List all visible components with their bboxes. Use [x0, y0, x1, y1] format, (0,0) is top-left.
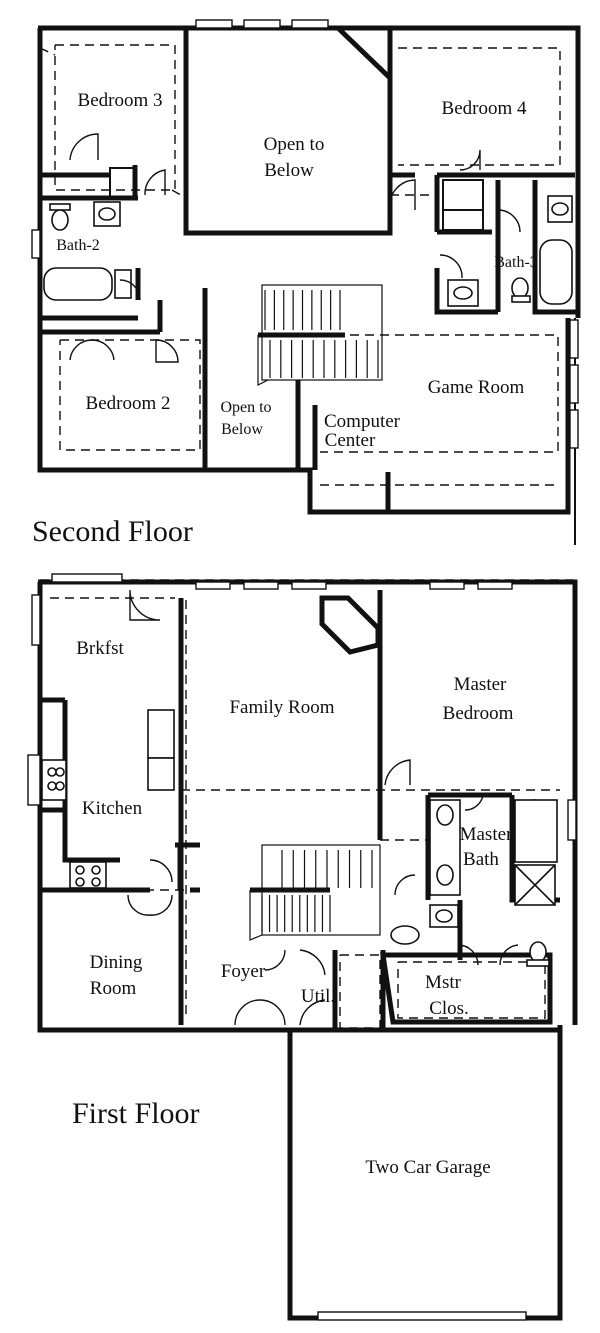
label-computer-center-2: Center: [325, 430, 376, 451]
label-master-bedroom-1: Master: [454, 674, 507, 695]
first-floor-title: First Floor: [72, 1097, 200, 1130]
label-open-to-below-1: Open to: [264, 134, 325, 155]
label-bedroom-4: Bedroom 4: [442, 98, 527, 119]
label-dining-1: Dining: [90, 952, 143, 973]
label-dining-2: Room: [90, 978, 137, 999]
label-foyer: Foyer: [221, 961, 266, 982]
label-master-bedroom-2: Bedroom: [443, 703, 514, 724]
label-util: Util.: [301, 986, 335, 1007]
label-bedroom-3: Bedroom 3: [78, 90, 163, 111]
label-master-bath-2: Bath: [463, 849, 499, 870]
label-master-bath-1: Master: [460, 824, 513, 845]
label-bath-3: Bath-3: [494, 254, 538, 271]
label-game-room: Game Room: [428, 377, 525, 398]
label-bath-2: Bath-2: [56, 237, 100, 254]
label-bedroom-2: Bedroom 2: [86, 393, 171, 414]
label-brkfst: Brkfst: [76, 638, 124, 659]
first-floor: [27, 573, 578, 1321]
second-floor-title: Second Floor: [32, 515, 193, 548]
label-open-to-below-2: Below: [264, 160, 314, 181]
label-mstr-clos-2: Clos.: [429, 998, 469, 1019]
label-open-to-below-stair-2: Below: [221, 421, 263, 438]
open-to-below-void: [183, 25, 393, 236]
second-floor: [31, 19, 581, 545]
label-family-room: Family Room: [229, 697, 334, 718]
label-kitchen: Kitchen: [82, 798, 143, 819]
label-mstr-clos-1: Mstr: [425, 972, 462, 993]
label-computer-center-1: Computer: [324, 411, 401, 432]
label-two-car-garage: Two Car Garage: [365, 1157, 490, 1178]
label-open-to-below-stair-1: Open to: [220, 399, 271, 416]
